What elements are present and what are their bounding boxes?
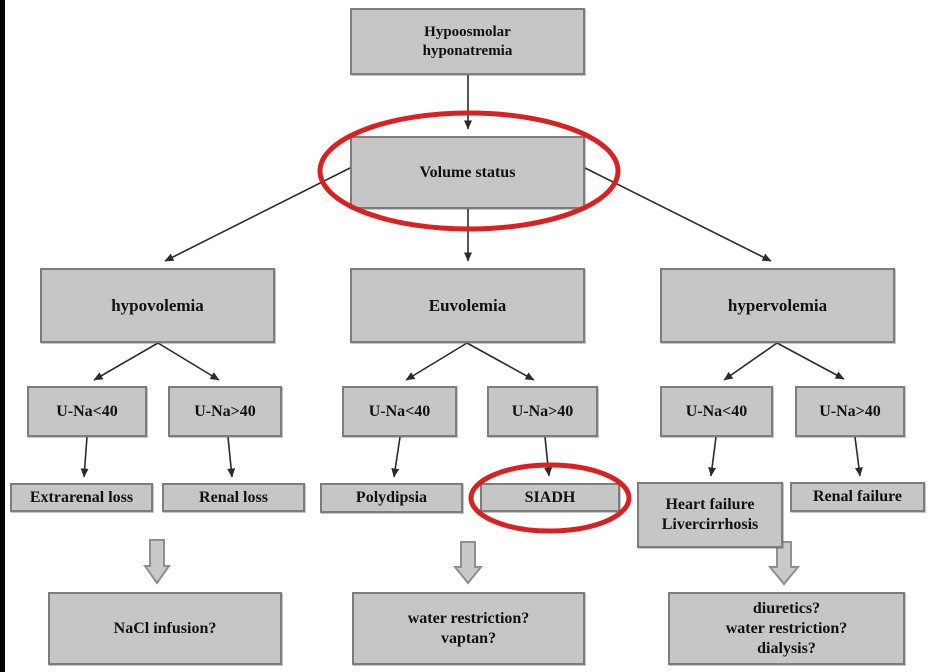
arrow-hypervolemia-to-una-low [723,342,778,381]
arrow-volume-to-hypervolemia [582,166,772,262]
node-label: Polydipsia [355,489,428,506]
node-hypoosmolar-hyponatremia: Hypoosmolar hyponatremia [350,8,585,75]
arrow-euvolemia-to-una-low [405,342,468,381]
node-euvolemia: Euvolemia [350,268,585,343]
arrow-to-renal-failure [854,436,863,477]
node-label: Renal failure [812,488,903,505]
arrow-to-polydipsia [391,436,401,478]
arrow-hypovolemia-to-una-low [93,342,159,381]
node-hypovolemia: hypovolemia [40,268,275,343]
node-renal-failure: Renal failure [790,482,925,512]
node-label: U-Na>40 [194,402,256,420]
node-label: NaCl infusion? [113,619,217,637]
arrow-volume-to-hypovolemia [164,166,353,262]
block-arrow-down-euvolemia [452,541,484,585]
arrow-to-extrarenal-loss [80,436,89,478]
node-label: Hypoosmolar hyponatremia [422,23,513,59]
node-volume-status: Volume status [350,136,585,209]
node-nacl-infusion: NaCl infusion? [48,592,282,665]
node-label: Heart failure Livercirrhosis [661,496,759,533]
node-siadh: SIADH [480,483,620,512]
node-label: U-Na>40 [511,402,574,420]
node-extrarenal-loss: Extrarenal loss [10,483,153,512]
arrow-hypervolemia-to-una-high [776,342,845,380]
node-una-lt40-hypovolemia: U-Na<40 [27,386,147,437]
node-label: Volume status [419,163,516,181]
node-una-gt40-hypervolemia: U-Na>40 [795,386,905,437]
node-hypervolemia: hypervolemia [660,268,895,343]
node-label: U-Na>40 [819,402,881,420]
node-una-lt40-euvolemia: U-Na<40 [342,386,457,437]
node-una-lt40-hypervolemia: U-Na<40 [660,386,773,437]
node-label: SIADH [524,488,576,506]
node-polydipsia: Polydipsia [320,483,463,513]
arrow-euvolemia-to-una-high [466,342,535,381]
block-arrow-down-hypervolemia [767,541,801,586]
node-label: Extrarenal loss [29,488,134,506]
node-renal-loss: Renal loss [162,483,305,512]
node-label: Euvolemia [428,295,507,315]
node-label: U-Na<40 [56,402,118,420]
node-heart-failure-livercirrhosis: Heart failure Livercirrhosis [637,482,783,548]
node-label: U-Na<40 [368,402,431,420]
node-una-gt40-euvolemia: U-Na>40 [487,386,598,437]
node-label: hypovolemia [111,295,204,315]
node-label: water restriction? vaptan? [407,609,530,647]
node-water-restriction-vaptan: water restriction? vaptan? [352,592,585,665]
node-label: diuretics? water restriction? dialysis? [725,599,848,657]
node-diuretics-water-restriction-dialysis: diuretics? water restriction? dialysis? [668,592,905,665]
frame-left-border [0,0,5,672]
arrow-to-siadh [544,436,553,477]
block-arrow-down-hypovolemia [143,539,171,585]
arrow-to-heart-failure [708,436,717,477]
node-label: U-Na<40 [685,402,748,420]
node-una-gt40-hypovolemia: U-Na>40 [168,386,282,437]
node-label: hypervolemia [727,295,828,315]
node-label: Renal loss [199,488,268,506]
arrow-to-renal-loss [227,436,236,478]
arrow-hypovolemia-to-una-high [157,342,220,381]
